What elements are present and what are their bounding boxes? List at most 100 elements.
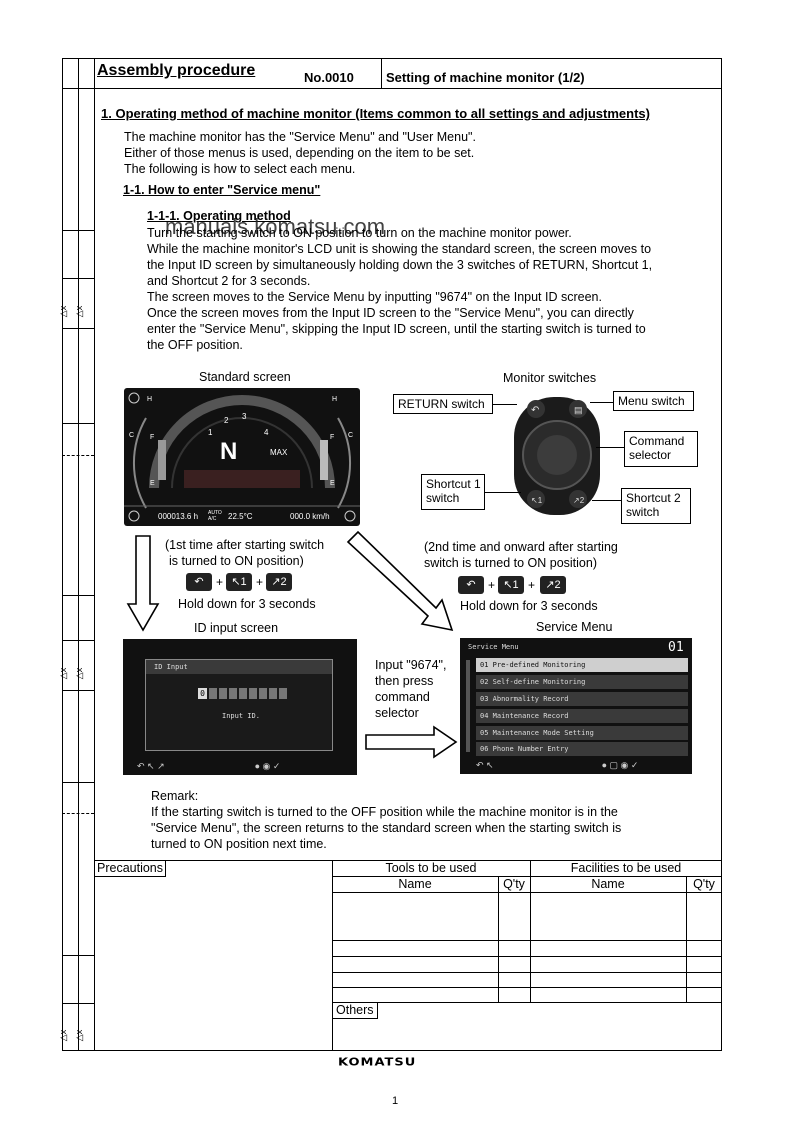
precautions-label: Precautions (95, 861, 167, 877)
gauge-cluster-icon (124, 392, 360, 522)
revision-mark: △x (58, 1029, 69, 1042)
shortcut1-label: Shortcut 1 switch (421, 474, 485, 510)
plus-sign: + (528, 578, 536, 592)
table-divider (498, 876, 499, 1002)
margin-tick (62, 782, 94, 783)
margin-tick (62, 328, 94, 329)
return-key-icon: ↶ (458, 576, 484, 594)
section-heading: 1. Operating method of machine monitor (… (101, 106, 650, 121)
margin-tick (62, 1003, 94, 1004)
leader-line (590, 402, 613, 403)
margin-divider-2 (94, 58, 95, 1051)
body-line: The following is how to select each menu… (124, 162, 356, 176)
margin-tick (62, 640, 94, 641)
max-indicator: MAX (270, 448, 288, 457)
plus-sign: + (216, 575, 224, 589)
svg-text:↶: ↶ (531, 405, 539, 416)
odometer-readout: 000013.6 h (158, 512, 199, 521)
table-line (332, 956, 722, 957)
h-mark: H (147, 396, 153, 403)
id-input-prompt: Input ID. (222, 712, 260, 720)
body-line: Either of those menus is used, depending… (124, 146, 475, 160)
plus-sign: + (488, 578, 496, 592)
margin-tick (62, 278, 94, 279)
tools-qty-header: Q'ty (503, 877, 525, 891)
leader-line (596, 447, 624, 448)
shortcut2-label: Shortcut 2 switch (621, 488, 691, 524)
body-line: Turn the starting switch to ON position … (147, 226, 572, 240)
remark-line: If the starting switch is turned to the … (151, 805, 618, 819)
step2-text: (2nd time and onward after starting (424, 540, 618, 554)
table-divider (530, 860, 531, 1002)
menu-item[interactable]: 02 Self-define Monitoring (476, 675, 688, 689)
input-instruction: Input "9674", (375, 658, 447, 672)
revision-mark: △x (58, 305, 69, 318)
body-line: and Shortcut 2 for 3 seconds. (147, 274, 311, 288)
plus-sign: + (256, 575, 264, 589)
service-menu-scrollbar[interactable] (466, 660, 470, 752)
menu-item[interactable]: 04 Maintenance Record (476, 709, 688, 723)
command-selector-label: Command selector (624, 431, 698, 467)
komatsu-logo: KOMATSU (338, 1056, 417, 1069)
table-line (332, 972, 722, 973)
menu-item[interactable]: 05 Maintenance Mode Setting (476, 726, 688, 740)
diagonal-arrow-icon (346, 530, 454, 632)
id-screen-footer-icons: ↶ ↖ ↗ ● ◉ ✓ (137, 761, 281, 771)
c-mark: C (348, 432, 354, 439)
facilities-qty-header: Q'ty (693, 877, 715, 891)
table-line (332, 876, 722, 877)
id-input-title: ID Input (146, 660, 332, 674)
body-line: the Input ID screen by simultaneously ho… (147, 258, 653, 272)
service-menu-title: Service Menu (468, 643, 519, 651)
others-label: Others (333, 1003, 378, 1019)
id-input-screen-label: ID input screen (194, 621, 279, 635)
margin-tick (62, 955, 94, 956)
margin-dash (62, 455, 94, 456)
document-subject: Setting of machine monitor (1/2) (386, 70, 585, 85)
menu-item[interactable]: 01 Pre-defined Monitoring (476, 658, 688, 672)
switch-panel-icon: ↶ ▤ ↖1 ↗2 (514, 397, 600, 515)
standard-screen-label: Standard screen (199, 370, 291, 384)
down-arrow-icon (126, 535, 160, 632)
step1-text: (1st time after starting switch (165, 538, 325, 552)
menu-item[interactable]: 06 Phone Number Entry (476, 742, 688, 756)
shortcut2-key-icon: ↗2 (540, 576, 566, 594)
remark-label: Remark: (151, 789, 199, 803)
document-number: No.0010 (304, 70, 354, 85)
svg-text:↖1: ↖1 (531, 496, 543, 505)
header-bottom-line (94, 88, 722, 89)
body-line: the OFF position. (147, 338, 243, 352)
revision-mark: △x (58, 667, 69, 680)
f-mark: F (150, 434, 155, 441)
body-line: Once the screen moves from the Input ID … (147, 306, 634, 320)
menu-item[interactable]: 03 Abnormality Record (476, 692, 688, 706)
margin-tick (62, 690, 94, 691)
subsubsection-heading: 1-1-1. Operating method (147, 209, 291, 223)
margin-divider-1 (78, 58, 79, 1051)
header-divider (381, 58, 382, 88)
e-mark: E (330, 480, 335, 487)
body-line: enter the "Service Menu", skipping the I… (147, 322, 646, 336)
svg-text:↗2: ↗2 (573, 496, 585, 505)
shortcut1-key-icon: ↖1 (226, 573, 252, 591)
shortcut2-key-icon: ↗2 (266, 573, 292, 591)
table-top-line (94, 860, 722, 861)
body-line: The screen moves to the Service Menu by … (147, 290, 602, 304)
table-line (332, 1002, 722, 1003)
e-mark: E (150, 480, 155, 487)
step2-text: switch is turned to ON position) (424, 556, 597, 570)
service-menu-footer-icons: ↶ ↖ ● ▢ ◉ ✓ (476, 760, 639, 770)
body-line: The machine monitor has the "Service Men… (124, 130, 476, 144)
tools-header: Tools to be used (385, 861, 477, 875)
revision-mark: △x (74, 667, 85, 680)
page-title: Assembly procedure (97, 62, 256, 79)
page-number: 1 (392, 1095, 399, 1107)
hold-instruction: Hold down for 3 seconds (178, 597, 316, 611)
service-menu-page: 01 (668, 640, 684, 655)
margin-tick (62, 230, 94, 231)
watermark: manuals.komatsu.com (165, 214, 386, 239)
table-divider (686, 876, 687, 1002)
return-key-icon: ↶ (186, 573, 212, 591)
margin-dash (62, 813, 94, 814)
menu-switch-label: Menu switch (613, 391, 694, 411)
